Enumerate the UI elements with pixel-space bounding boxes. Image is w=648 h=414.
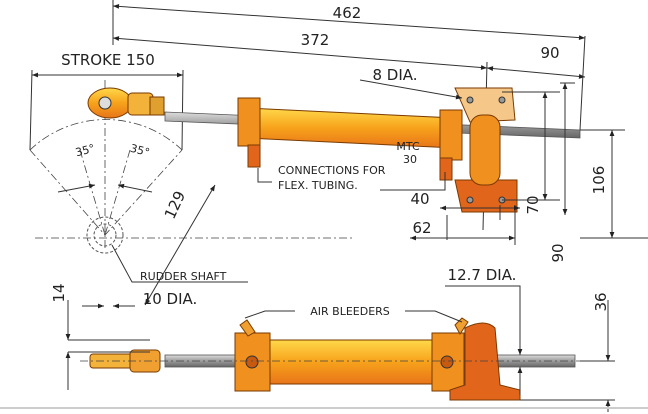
end-cap-right [439,109,463,161]
air-bleeders-label: AIR BLEEDERS [310,305,390,318]
angle-left-label: 35° [74,142,96,160]
rudder-shaft-circle [86,216,124,254]
cylinder-body-top [244,107,456,149]
dim-62-label: 62 [412,219,431,237]
pin-dia-label: 10 DIA. [143,290,198,308]
dim-14-label: 14 [50,283,68,302]
dim-106-label: 106 [590,166,608,195]
connections-label-2: FLEX. TUBING. [278,179,358,192]
dim-462-label: 462 [333,4,362,22]
rod-eye-top [87,87,165,119]
dim-90-top-line [486,66,586,79]
air-bleeder-right [454,317,469,335]
swing-lines [29,149,183,236]
dim-372-label: 372 [301,31,330,49]
rod-dia-label: 12.7 DIA. [448,266,517,284]
model-number-label: 30 [403,153,417,166]
air-bleeder-left [239,319,256,337]
dim-372-line [112,36,488,70]
end-cap-left [237,97,261,147]
dim-70-label: 70 [524,195,542,214]
stroke-label: STROKE 150 [61,51,155,69]
8-dia-leader [359,79,463,100]
dim-129-label: 129 [161,188,189,222]
bolt-hole-icon [466,96,474,104]
dim-129-line [144,184,216,306]
model-label: MTC [396,140,420,153]
fitting-left [247,144,261,168]
fitting-right [439,157,453,181]
bolt-hole-label: 8 DIA. [372,66,417,84]
dim-36-label: 36 [592,292,610,311]
dim-462-line [112,4,586,40]
angle-right-label: 35° [129,142,151,160]
bolt-hole-icon [498,96,506,104]
mount-bracket-side [449,322,521,401]
dim-90-top-label: 90 [540,44,559,62]
connections-label-1: CONNECTIONS FOR [278,164,386,177]
bracket-trunnion [469,114,501,186]
dim-40-label: 40 [410,190,429,208]
rudder-shaft-label: RUDDER SHAFT [140,270,227,283]
cylinder-body-side [239,339,461,385]
bolt-hole-icon [466,196,474,204]
dim-90-label: 90 [549,243,567,262]
